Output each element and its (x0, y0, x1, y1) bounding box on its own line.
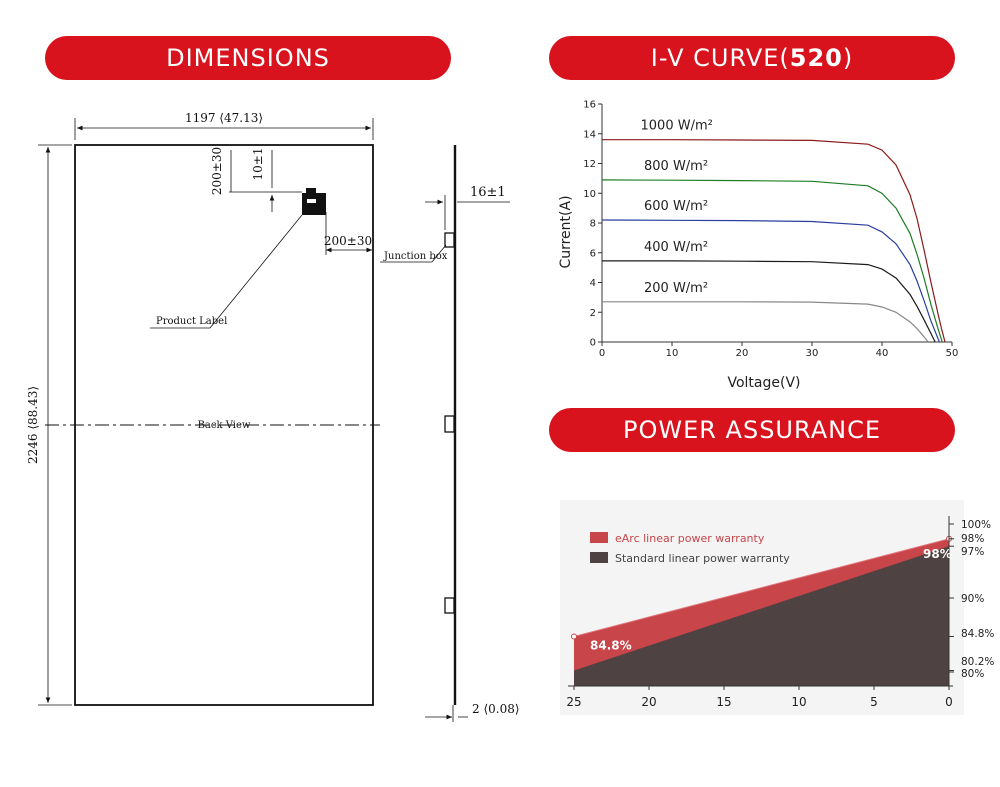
pa-y-tick-label: 80.2% (961, 656, 994, 668)
iv-series-label: 200 W/m² (644, 281, 708, 296)
iv-curve-model: 520 (789, 44, 843, 72)
dimensions-title: DIMENSIONS (166, 44, 330, 72)
pa-y-tick-label: 98% (961, 533, 984, 545)
pa-start-annotation: 84.8% (590, 638, 632, 652)
junction-box-callout: Junction box (383, 251, 448, 262)
iv-series-line (602, 301, 929, 343)
dimensions-drawing: 1197 ⟨47.13⟩ 2246 ⟨88.43⟩ 200±30 10±1 20… (26, 111, 520, 722)
earc-warranty-line (573, 538, 950, 637)
dim-10-label: 10±1 (251, 148, 265, 181)
height-dimension-label: 2246 ⟨88.43⟩ (26, 386, 40, 464)
junction-box-front (302, 193, 326, 215)
pa-legend-label: eArc linear power warranty (615, 532, 765, 545)
pa-x-tick-label: 10 (791, 695, 806, 709)
iv-y-axis-label: Current(A) (558, 195, 574, 268)
dim-200-vertical-label: 200±30 (210, 147, 224, 195)
iv-x-tick-label: 0 (599, 348, 605, 359)
iv-curve-title-prefix: I-V CURVE( (650, 44, 790, 72)
earc-warranty-area (574, 538, 949, 686)
pa-x-tick-label: 25 (566, 695, 581, 709)
iv-series-line (601, 179, 943, 343)
product-label-callout: Product Label (156, 316, 227, 327)
pa-y-tick-label: 90% (961, 593, 984, 605)
iv-series-line (601, 219, 940, 343)
iv-series-label: 800 W/m² (644, 159, 708, 174)
dimensions-banner: DIMENSIONS (45, 36, 451, 80)
pa-legend-label: Standard linear power warranty (615, 552, 790, 565)
pa-y-tick-label: 97% (961, 546, 984, 558)
pa-y-tick-label: 80% (961, 668, 984, 680)
pa-x-tick-label: 20 (641, 695, 656, 709)
earc-start-point (571, 633, 577, 640)
power-assurance-title: POWER ASSURANCE (622, 416, 881, 444)
iv-x-tick-label: 20 (736, 348, 749, 359)
width-dimension-label: 1197 ⟨47.13⟩ (185, 111, 263, 125)
junction-box-side-2 (444, 415, 455, 433)
standard-warranty-area (574, 546, 949, 686)
back-view-label: Back View (198, 420, 251, 431)
iv-y-tick-label: 0 (590, 338, 596, 349)
earc-end-point (946, 535, 952, 542)
power-assurance-banner: POWER ASSURANCE (549, 408, 955, 452)
iv-y-tick-label: 10 (583, 189, 596, 200)
dim-200-horizontal-label: 200±30 (324, 234, 372, 248)
iv-series-label: 1000 W/m² (641, 119, 713, 134)
pa-x-tick-label: 15 (716, 695, 731, 709)
iv-y-tick-label: 16 (583, 100, 596, 111)
pa-end-annotation: 98% (923, 547, 952, 561)
dim-16-label: 16±1 (470, 185, 506, 200)
pa-x-tick-label: 0 (945, 695, 953, 709)
pa-legend-swatch (590, 552, 608, 563)
dim-2-label: 2 ⟨0.08⟩ (472, 702, 520, 716)
iv-x-tick-label: 10 (666, 348, 679, 359)
iv-y-tick-label: 2 (590, 308, 596, 319)
iv-y-tick-label: 6 (590, 248, 596, 259)
pa-legend-swatch (590, 532, 608, 543)
iv-y-tick-label: 14 (583, 129, 596, 140)
iv-y-tick-label: 8 (590, 219, 596, 230)
iv-y-tick-label: 4 (590, 278, 596, 289)
iv-curve-banner: I-V CURVE(520) (549, 36, 955, 80)
iv-curve-title-suffix: ) (842, 44, 854, 72)
pa-x-tick-label: 5 (870, 695, 878, 709)
junction-box-side-3 (444, 597, 455, 614)
iv-series-line (602, 139, 946, 343)
pa-y-tick-label: 84.8% (961, 628, 994, 640)
iv-y-tick-label: 12 (583, 159, 596, 170)
pa-y-tick-label: 100% (961, 519, 991, 531)
iv-x-tick-label: 30 (806, 348, 819, 359)
iv-x-tick-label: 50 (946, 348, 959, 359)
iv-x-axis-label: Voltage(V) (727, 375, 800, 391)
junction-box-side-1 (444, 232, 455, 248)
iv-x-tick-label: 40 (876, 348, 889, 359)
iv-series-label: 600 W/m² (644, 199, 708, 214)
iv-series-label: 400 W/m² (644, 240, 708, 255)
iv-series-line (602, 260, 936, 343)
